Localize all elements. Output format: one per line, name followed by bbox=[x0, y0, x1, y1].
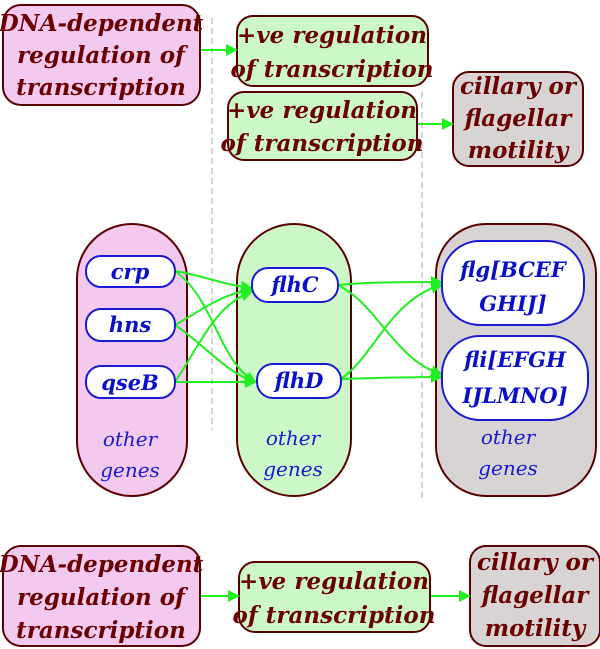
right-other-genes-line2: genes bbox=[478, 456, 538, 480]
bottom-box-dna-dependent bbox=[2, 545, 201, 647]
middle-gene-column bbox=[236, 223, 352, 497]
middle-other-genes-line1: other bbox=[266, 426, 322, 450]
gene-flg bbox=[441, 240, 585, 326]
arrow-flhd-fli bbox=[340, 371, 443, 384]
gene-flhc bbox=[251, 267, 339, 303]
gene-crp bbox=[85, 255, 176, 288]
top-box4-line1: cillary or bbox=[460, 73, 578, 100]
top-box4-line2: flagellar bbox=[463, 105, 574, 132]
gene-fli-label-line2: IJLMNO] bbox=[461, 383, 567, 408]
top-box2-line2: of transcription bbox=[231, 56, 434, 83]
gene-flhc-label: flhC bbox=[269, 272, 319, 297]
gene-crp-label: crp bbox=[111, 259, 150, 284]
arrow-flhc-fli bbox=[337, 284, 443, 377]
right-other-genes-line1: other bbox=[481, 425, 537, 449]
left-other-genes-line1: other bbox=[103, 427, 159, 451]
top-box1-line2: regulation of bbox=[17, 42, 189, 69]
bottom-box1-line3: transcription bbox=[16, 617, 186, 644]
bottom-box1-line1: DNA-dependent bbox=[0, 551, 204, 578]
top-box-dna-dependent bbox=[2, 4, 201, 106]
middle-other-genes-line2: genes bbox=[263, 457, 323, 481]
gene-fli bbox=[441, 335, 589, 421]
bottom-box3-line2: flagellar bbox=[480, 582, 591, 609]
gene-flg-label-line2: GHIJ] bbox=[479, 291, 547, 316]
gene-hns-label: hns bbox=[109, 312, 152, 337]
gene-qseb-label: qseB bbox=[101, 370, 159, 395]
gene-hns bbox=[85, 308, 176, 342]
bottom-box2-line2: of transcription bbox=[233, 602, 436, 629]
top-box3-line2: of transcription bbox=[221, 130, 424, 157]
left-gene-column bbox=[76, 223, 188, 497]
gene-fli-label-line1: fli[EFGH bbox=[462, 347, 567, 372]
top-box-positive-regulation-2 bbox=[227, 91, 418, 161]
left-other-genes-line2: genes bbox=[100, 458, 160, 482]
bottom-box3-line3: motility bbox=[485, 615, 587, 642]
top-box2-line1: +ve regulation bbox=[237, 22, 427, 49]
top-box1-line3: transcription bbox=[16, 74, 186, 101]
bottom-box1-line2: regulation of bbox=[17, 584, 189, 611]
arrow-flhc-flg bbox=[337, 276, 443, 289]
bottom-box2-line1: +ve regulation bbox=[239, 568, 429, 595]
top-box4-line3: motility bbox=[468, 137, 570, 164]
gene-qseb bbox=[85, 365, 176, 399]
bottom-box3-line1: cillary or bbox=[477, 549, 595, 576]
arrow-flhd-flg bbox=[340, 282, 443, 380]
top-box3-line1: +ve regulation bbox=[227, 97, 417, 124]
gene-flhd bbox=[256, 363, 342, 399]
arrow-qseb-flhc bbox=[174, 289, 253, 383]
gene-flhd-label: flhD bbox=[273, 368, 325, 393]
gene-flg-label-line1: flg[BCEF bbox=[458, 257, 568, 282]
top-box1-line1: DNA-dependent bbox=[0, 10, 204, 37]
arrow-crp-flhd bbox=[174, 270, 257, 384]
